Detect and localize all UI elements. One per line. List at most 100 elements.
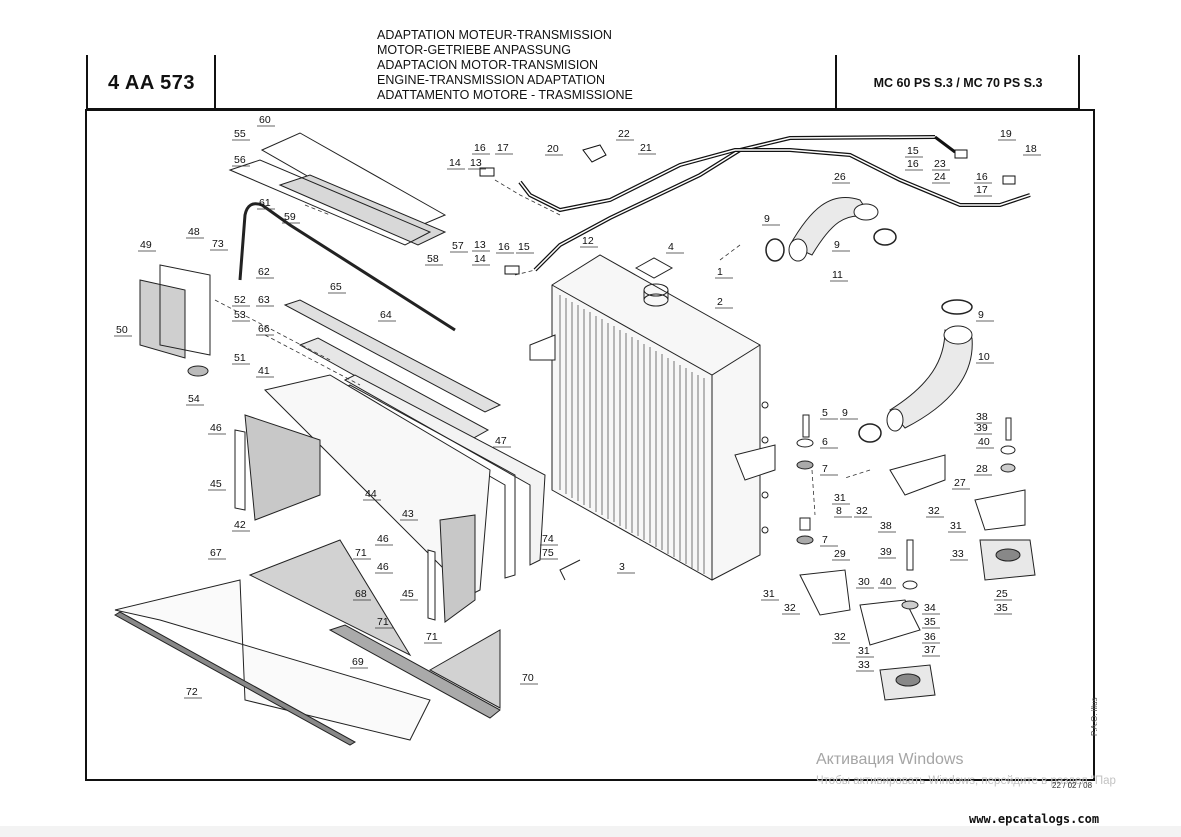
illus-stamp: P.A.O. illus	[1090, 697, 1099, 736]
engine-mounts	[796, 414, 1036, 701]
title-es: ADAPTACION MOTOR-TRANSMISION	[377, 58, 599, 72]
part-label-36: 36	[924, 631, 936, 643]
part-label-3: 3	[619, 561, 625, 573]
title-it: ADATTAMENTO MOTORE - TRASMISSIONE	[377, 88, 633, 102]
part-label-18: 18	[1025, 143, 1037, 155]
part-label-6: 6	[822, 436, 828, 448]
part-label-10: 10	[978, 351, 990, 363]
part-label-34: 34	[924, 602, 936, 614]
part-label-7: 7	[822, 463, 828, 475]
bottom-strip	[0, 826, 1181, 837]
part-label-41: 41	[258, 365, 270, 377]
part-label-44: 44	[365, 488, 377, 500]
part-label-32: 32	[784, 602, 796, 614]
part-label-2: 2	[717, 296, 723, 308]
part-label-32: 32	[928, 505, 940, 517]
part-label-73: 73	[212, 238, 224, 250]
part-label-21: 21	[640, 142, 652, 154]
part-label-46: 46	[377, 561, 389, 573]
part-label-46: 46	[377, 533, 389, 545]
part-label-8: 8	[836, 505, 842, 517]
part-label-61: 61	[259, 197, 271, 209]
part-label-11: 11	[832, 269, 843, 281]
part-label-13: 13	[470, 157, 482, 169]
part-label-60: 60	[259, 114, 271, 126]
part-label-35: 35	[924, 616, 936, 628]
date-stamp: 22 / 02 / 08	[1052, 781, 1093, 790]
part-label-75: 75	[542, 547, 554, 559]
part-label-45: 45	[402, 588, 414, 600]
part-label-58: 58	[427, 253, 439, 265]
part-label-28: 28	[976, 463, 988, 475]
part-label-5: 5	[822, 407, 828, 419]
part-label-45: 45	[210, 478, 222, 490]
part-label-9: 9	[764, 213, 770, 225]
part-label-65: 65	[330, 281, 342, 293]
part-label-30: 30	[858, 576, 870, 588]
part-label-55: 55	[234, 128, 246, 140]
part-label-14: 14	[449, 157, 461, 169]
part-label-17: 17	[976, 184, 988, 196]
part-label-15: 15	[907, 145, 919, 157]
part-label-14: 14	[474, 253, 486, 265]
activation-watermark-text: Чтобы активировать Windows, перейдите в …	[816, 775, 1116, 787]
part-label-9: 9	[978, 309, 984, 321]
part-label-62: 62	[258, 266, 270, 278]
part-label-33: 33	[858, 659, 870, 671]
part-label-51: 51	[234, 352, 246, 364]
part-label-52: 52	[234, 294, 246, 306]
part-label-22: 22	[618, 128, 630, 140]
part-label-72: 72	[186, 686, 198, 698]
part-label-33: 33	[952, 548, 964, 560]
part-label-4: 4	[668, 241, 674, 253]
leader-lines	[214, 179, 871, 516]
part-label-7: 7	[822, 534, 828, 546]
part-label-20: 20	[547, 143, 559, 155]
part-label-37: 37	[924, 644, 936, 656]
radiator-hoses	[788, 196, 973, 432]
diagram-border	[85, 109, 1095, 781]
part-label-32: 32	[834, 631, 846, 643]
part-label-42: 42	[234, 519, 246, 531]
part-label-38: 38	[880, 520, 892, 532]
part-label-39: 39	[880, 546, 892, 558]
part-label-32: 32	[856, 505, 868, 517]
part-label-71: 71	[426, 631, 438, 643]
part-label-71: 71	[377, 616, 389, 628]
page-code: 4 AA 573	[107, 71, 195, 94]
part-label-1: 1	[717, 266, 723, 278]
part-label-16: 16	[498, 241, 510, 253]
part-label-67: 67	[210, 547, 222, 559]
part-label-59: 59	[284, 211, 296, 223]
part-label-39: 39	[976, 422, 988, 434]
part-label-64: 64	[380, 309, 392, 321]
part-label-48: 48	[188, 226, 200, 238]
part-label-38: 38	[976, 411, 988, 423]
part-label-9: 9	[842, 407, 848, 419]
part-label-57: 57	[452, 240, 464, 252]
part-label-54: 54	[188, 393, 200, 405]
part-label-63: 63	[258, 294, 270, 306]
part-label-56: 56	[234, 154, 246, 166]
part-label-26: 26	[834, 171, 846, 183]
part-label-71: 71	[355, 547, 367, 559]
frame-model-divider	[835, 55, 837, 110]
page-titles: ADAPTATION MOTEUR-TRANSMISSION MOTOR-GET…	[377, 28, 633, 103]
part-label-47: 47	[495, 435, 507, 447]
part-label-53: 53	[234, 309, 246, 321]
part-label-40: 40	[978, 436, 990, 448]
part-label-31: 31	[763, 588, 775, 600]
part-label-16: 16	[474, 142, 486, 154]
part-label-70: 70	[522, 672, 534, 684]
website-link[interactable]: www.epcatalogs.com	[969, 812, 1100, 826]
activation-watermark-title: Активация Windows	[816, 751, 964, 768]
part-label-16: 16	[976, 171, 988, 183]
part-label-23: 23	[934, 158, 946, 170]
part-label-74: 74	[542, 533, 554, 545]
part-label-69: 69	[352, 656, 364, 668]
part-label-24: 24	[934, 171, 946, 183]
left-panels	[113, 132, 546, 746]
part-label-40: 40	[880, 576, 892, 588]
